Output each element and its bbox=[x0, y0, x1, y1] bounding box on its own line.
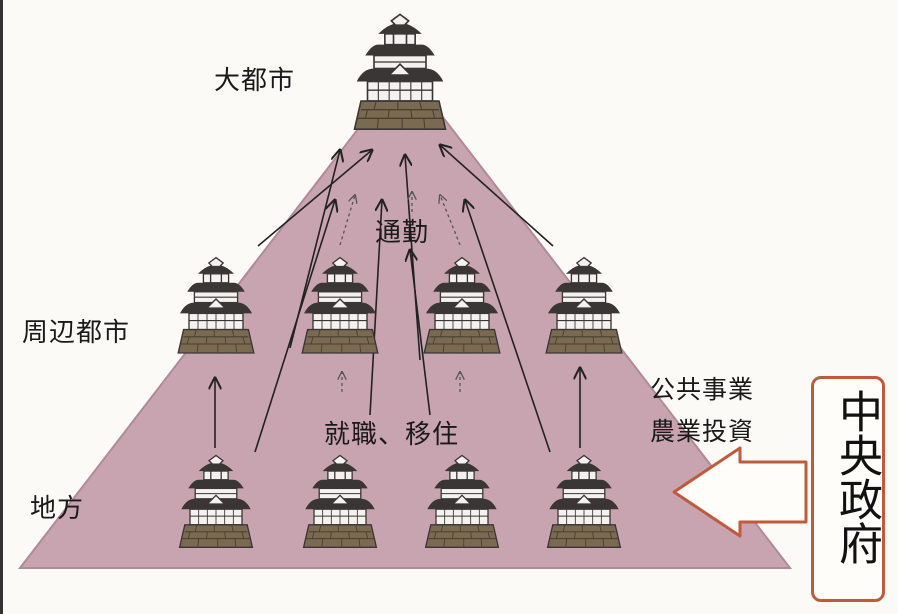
policy-label-public-works: 公共事業 bbox=[650, 375, 755, 404]
tier-label-middle: 周辺都市 bbox=[22, 318, 131, 348]
tier-label-top: 大都市 bbox=[214, 66, 296, 96]
tier-label-bottom: 地方 bbox=[30, 494, 85, 524]
commute-label: 通勤 bbox=[375, 218, 430, 248]
commute-arrows bbox=[340, 192, 460, 392]
hollow-left-arrow-icon bbox=[672, 446, 808, 538]
frame-edge bbox=[0, 0, 3, 614]
flow-arrows bbox=[215, 145, 580, 453]
central-government-box: 中央政府 bbox=[811, 376, 885, 602]
employment-migration-label: 就職、移住 bbox=[324, 420, 460, 450]
policy-label-agri-investment: 農業投資 bbox=[650, 417, 755, 446]
central-government-label: 中央政府 bbox=[831, 389, 882, 565]
